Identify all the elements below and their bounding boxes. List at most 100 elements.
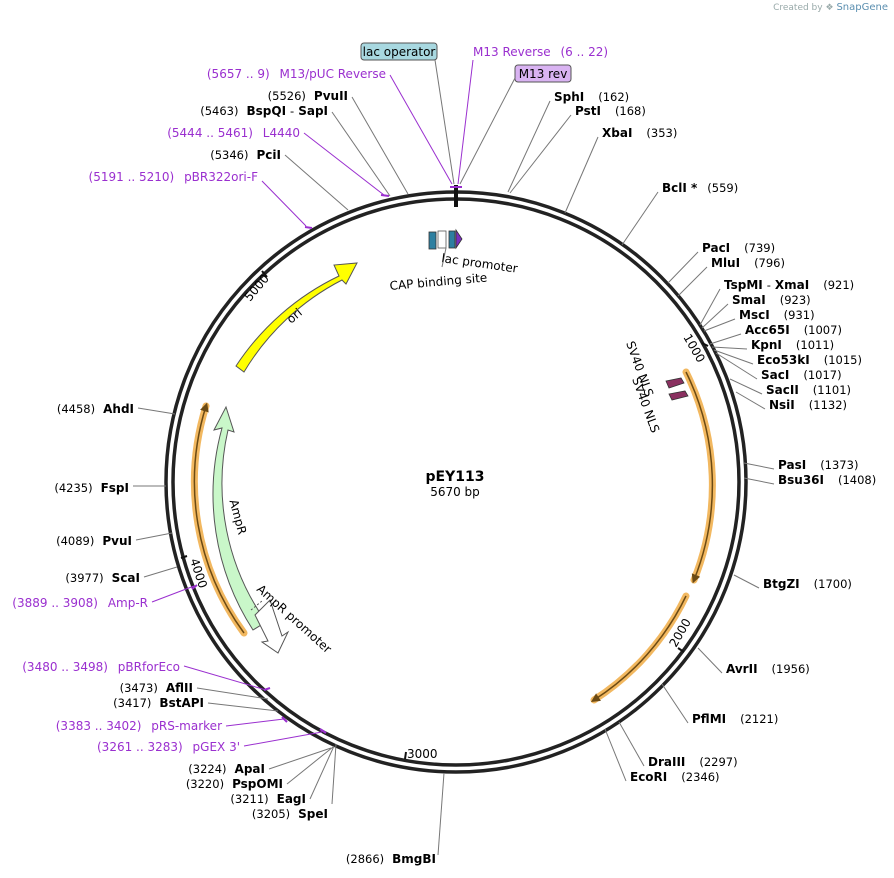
site-pvuii[interactable]: (5526)PvuII — [268, 89, 409, 195]
site-kpni[interactable]: KpnI(1011) — [711, 338, 834, 352]
primer-pgex3[interactable]: (3261 .. 3283) pGEX 3' — [97, 731, 323, 754]
site-pflmi[interactable]: PflMI(2121) — [661, 683, 778, 726]
site-acc65i[interactable]: Acc65I(1007) — [709, 323, 842, 345]
site-paci[interactable]: PacI (739) — [667, 241, 775, 284]
bstapi-text: (3417)BstAPI — [113, 696, 204, 710]
l4440-name: L4440 — [263, 126, 300, 140]
orf-arc-right-upper-core — [685, 371, 714, 584]
eagi-name: EagI — [277, 792, 306, 806]
site-smai[interactable]: SmaI(923) — [701, 293, 811, 329]
primer-m13-puc-reverse[interactable]: (5657 .. 9) M13/pUC Reverse — [207, 67, 453, 185]
bmgbi-text: (2866)BmgBI — [346, 852, 436, 866]
btgzi-text: BtgZI(1700) — [763, 577, 852, 591]
ampr-promoter-arrow — [254, 599, 290, 654]
site-bcli[interactable]: BclI *(559) — [621, 181, 738, 246]
site-xbai[interactable]: XbaI(353) — [564, 126, 677, 214]
sphi-pos: (162) — [598, 90, 629, 104]
primer-pbr322ori-f[interactable]: (5191 .. 5210) pBR322ori-F — [89, 170, 307, 227]
lac-promoter-leader — [441, 247, 447, 268]
paci-name: PacI — [702, 241, 730, 255]
m13-puc-reverse-range: (5657 .. 9) — [207, 67, 270, 81]
bcli-text: BclI *(559) — [662, 181, 738, 195]
site-psti[interactable]: PstI(168) — [509, 104, 646, 194]
site-scai[interactable]: (3977)ScaI — [65, 566, 178, 585]
pvui-name: PvuI — [102, 534, 132, 548]
paci-text: PacI (739) — [702, 241, 775, 255]
paci-pos: (739) — [744, 241, 775, 255]
pcii-pos: (5346) — [210, 148, 248, 162]
site-sphi[interactable]: SphI(162) — [507, 90, 629, 193]
site-ahdi[interactable]: (4458)AhdI — [57, 402, 176, 416]
draiii-pos: (2297) — [699, 755, 737, 769]
site-eco53ki[interactable]: Eco53kI(1015) — [713, 349, 862, 367]
site-pvui-left[interactable]: (4089)PvuI — [56, 532, 173, 548]
avrii-leader — [697, 647, 723, 674]
site-ecori[interactable]: EcoRI(2346) — [604, 728, 720, 784]
smai-text: SmaI(923) — [732, 293, 811, 307]
site-mlui[interactable]: MluI(796) — [677, 256, 785, 297]
site-aflii[interactable]: (3473)AflII — [120, 681, 269, 700]
ampr-arrow — [212, 405, 267, 631]
site-avrii[interactable]: AvrII(1956) — [697, 647, 810, 676]
site-tspmi-xmai[interactable]: TspMI-XmaI(921) — [699, 278, 854, 326]
aflii-leader — [196, 687, 269, 700]
primer-pbrforeco[interactable]: (3480 .. 3498) pBRforEco — [22, 660, 267, 691]
pvui-leader — [135, 532, 173, 541]
primer-prs-marker[interactable]: (3383 .. 3402) pRS-marker — [56, 718, 285, 733]
site-bmgbi[interactable]: (2866)BmgBI — [346, 772, 445, 866]
btgzi-leader — [733, 574, 760, 589]
primer-amp-r[interactable]: (3889 .. 3908) Amp-R — [12, 585, 195, 610]
saci-leader — [715, 352, 758, 380]
site-pasi[interactable]: PasI(1373) — [743, 458, 858, 472]
feature-lac-promoter[interactable]: lac promoter CAP binding site — [389, 228, 519, 293]
site-eagi[interactable]: (3211)EagI — [230, 745, 335, 806]
site-apai[interactable]: (3224)ApaI — [188, 747, 332, 776]
site-fspi[interactable]: (4235)FspI — [54, 481, 166, 495]
sv40-nls-arrow-2 — [668, 390, 689, 401]
scai-pos: (3977) — [65, 571, 103, 585]
site-bspqi-sapi[interactable]: (5463)BspQI-SapI — [200, 104, 391, 197]
boxed-label-lac-operator[interactable]: lac operator — [360, 42, 455, 185]
ecori-pos: (2346) — [681, 770, 719, 784]
site-saci[interactable]: SacI(1017) — [715, 352, 842, 382]
site-spei[interactable]: (3205)SpeI — [252, 743, 337, 821]
l4440-leader — [303, 132, 385, 196]
msci-pos: (931) — [784, 308, 815, 322]
l4440-text: (5444 .. 5461) L4440 — [167, 126, 300, 140]
feature-sv40-nls[interactable]: SV40 NLS SV40 NLS — [623, 339, 689, 435]
snapgene-logo-icon: ❖ — [825, 3, 834, 13]
nsii-pos: (1132) — [809, 398, 847, 412]
site-btgzi[interactable]: BtgZI(1700) — [733, 574, 852, 591]
eagi-leader — [309, 745, 335, 800]
site-draiii[interactable]: DraIII(2297) — [618, 721, 738, 769]
bsu36i-leader — [743, 477, 775, 485]
xbai-name: XbaI — [602, 126, 632, 140]
ampr-label: AmpR — [226, 498, 249, 536]
bmgbi-name: BmgBI — [392, 852, 436, 866]
primer-l4440[interactable]: (5444 .. 5461) L4440 — [167, 126, 385, 196]
site-psppomi[interactable]: (3220)PspOMI — [186, 746, 334, 791]
spei-pos: (3205) — [252, 807, 290, 821]
feature-ampr-promoter[interactable]: AmpR promoter — [250, 582, 334, 656]
bcli-pos: (559) — [707, 181, 738, 195]
site-nsii[interactable]: NsiI(1132) — [735, 391, 847, 412]
site-bsu36i[interactable]: Bsu36I(1408) — [743, 473, 876, 487]
site-pcii[interactable]: (5346)PciI — [210, 148, 349, 211]
site-msci[interactable]: MscI(931) — [703, 308, 815, 332]
bstapi-name: BstAPI — [159, 696, 204, 710]
pgex3-leader — [243, 731, 323, 747]
snapgene-credit: Created by ❖ SnapGene — [773, 2, 888, 13]
amp-r-text: (3889 .. 3908) Amp-R — [12, 596, 148, 610]
acc65i-pos: (1007) — [804, 323, 842, 337]
boxed-label-m13-rev[interactable]: M13 rev — [459, 64, 572, 185]
site-sacii[interactable]: SacII(1101) — [729, 378, 851, 397]
tick-mark-2000 — [677, 647, 685, 653]
primer-m13-reverse[interactable]: M13 Reverse (6 .. 22) — [457, 45, 608, 185]
primer-tick-pbr322ori — [304, 226, 313, 229]
site-bstapi[interactable]: (3417)BstAPI — [113, 696, 279, 712]
bmgbi-leader — [437, 772, 445, 856]
m13-rev-arrow — [455, 228, 463, 250]
pvuii-pos: (5526) — [268, 89, 306, 103]
pasi-pos: (1373) — [820, 458, 858, 472]
